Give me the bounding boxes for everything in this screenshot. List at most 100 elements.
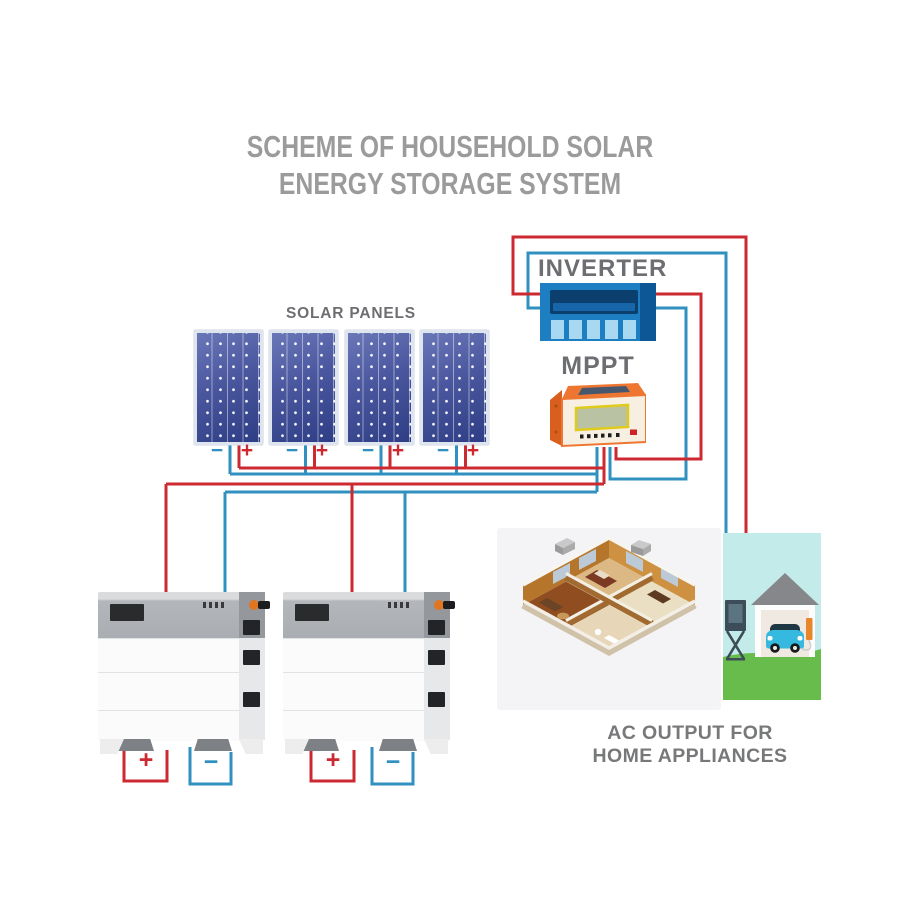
title-line-1: SCHEME OF HOUSEHOLD SOLAR — [246, 129, 654, 164]
battery-display — [295, 604, 329, 621]
house-interior-wall — [564, 573, 654, 628]
garage-scene — [723, 533, 821, 700]
wall-charger-box — [806, 618, 813, 640]
house-roof-vent — [555, 538, 575, 555]
charger-base — [726, 658, 745, 661]
battery-connector — [434, 600, 444, 610]
battery-positive-terminal-label: + — [325, 746, 341, 774]
garage-illustration — [723, 533, 821, 700]
battery-module — [98, 638, 265, 673]
ev-car — [766, 624, 804, 653]
garage-grass — [723, 649, 821, 700]
battery-foot — [424, 739, 448, 754]
solar-panels-label: SOLAR PANELS — [286, 305, 416, 322]
garage-beam — [755, 605, 815, 610]
panel-negative-terminal-label: − — [285, 439, 299, 462]
house-illustration — [497, 528, 721, 710]
panel-positive-terminal-label: + — [240, 439, 254, 462]
panel-positive-terminal-label: + — [391, 439, 405, 462]
mppt-terminal — [580, 434, 584, 439]
mppt-controller — [550, 383, 646, 448]
inverter-side-panel — [640, 283, 656, 341]
ev-charger — [725, 600, 746, 661]
inverter-screen — [550, 290, 638, 314]
charger-screen — [728, 604, 743, 623]
battery-stack-2 — [283, 592, 455, 754]
mppt-label: MPPT — [561, 352, 635, 380]
mppt-screen — [574, 403, 630, 432]
battery-connector-knob — [258, 601, 270, 609]
house-bath-fixture — [604, 635, 619, 644]
house-wardrobe — [647, 590, 671, 604]
mppt-terminal — [587, 434, 591, 439]
battery-stack-1 — [98, 592, 270, 754]
house-sofa — [539, 598, 563, 612]
battery-side-panel — [239, 592, 265, 740]
battery-connector — [249, 600, 259, 610]
garage-wall — [755, 605, 761, 657]
battery-side-panel — [424, 592, 450, 740]
house-window — [579, 549, 596, 570]
solar-panel-surface — [420, 330, 489, 445]
battery-module — [98, 672, 265, 711]
battery-foot — [100, 739, 124, 754]
diagram-title: SCHEME OF HOUSEHOLD SOLAR ENERGY STORAGE… — [90, 128, 810, 202]
battery-negative-terminal-label: − — [203, 748, 219, 776]
battery-base-notch — [194, 739, 232, 751]
house-window — [661, 566, 678, 587]
inverter-button — [587, 320, 600, 339]
battery-module — [98, 710, 265, 741]
title-line-2: ENERGY STORAGE SYSTEM — [278, 166, 622, 201]
battery-negative-terminal-label: − — [385, 748, 401, 776]
ac-output-label: AC OUTPUT FOR HOME APPLIANCES — [545, 722, 835, 767]
solar-panel-surface — [345, 330, 414, 445]
panel-positive-terminal-label: + — [466, 439, 480, 462]
battery-base-notch — [116, 739, 154, 751]
battery-module — [283, 672, 450, 711]
battery-display — [110, 604, 144, 621]
battery-base-notch — [301, 739, 339, 751]
solar-panel-surface — [269, 330, 338, 445]
car-hubcap — [793, 646, 797, 650]
battery-module — [283, 638, 450, 673]
battery-ports — [388, 602, 410, 608]
house-pillow — [594, 570, 610, 579]
panel-negative-terminal-label: − — [210, 439, 224, 462]
car-headlight — [767, 636, 773, 641]
negative-wires — [188, 251, 728, 786]
panel-negative-terminal-label: − — [361, 439, 375, 462]
house-wall-top — [522, 536, 696, 587]
charger-stand — [725, 630, 746, 660]
ac-output-line-2: HOME APPLIANCES — [592, 744, 788, 767]
battery-vent — [428, 650, 445, 665]
mppt-screw — [554, 430, 558, 434]
solar-panel-2: − + — [269, 330, 338, 470]
garage-roof — [751, 573, 819, 605]
house-interior-wall-top — [565, 572, 653, 622]
solar-panel-1: − + — [194, 330, 263, 470]
mppt-side — [550, 390, 562, 446]
house-window — [626, 551, 643, 572]
battery-vent — [243, 620, 260, 635]
house-bath-fixture — [594, 628, 602, 636]
battery-base-notch — [379, 739, 417, 751]
battery-foot — [239, 739, 263, 754]
house-window — [553, 563, 570, 584]
battery-vent — [428, 692, 445, 707]
mppt-terminal — [616, 433, 620, 437]
house-bed — [585, 570, 617, 588]
inverter-button — [551, 320, 564, 339]
car-hubcap — [773, 646, 777, 650]
house-table — [557, 612, 569, 620]
mppt-terminal — [594, 433, 598, 438]
house-front-wall — [521, 601, 697, 656]
mppt-top-inset — [578, 386, 630, 395]
solar-panel-surface — [194, 330, 263, 445]
house-roof-vent — [631, 540, 651, 556]
inverter-label: INVERTER — [538, 255, 668, 282]
battery-vent — [243, 650, 260, 665]
battery-ports — [203, 602, 225, 608]
charging-cable — [801, 639, 812, 651]
mppt-button — [630, 429, 637, 435]
